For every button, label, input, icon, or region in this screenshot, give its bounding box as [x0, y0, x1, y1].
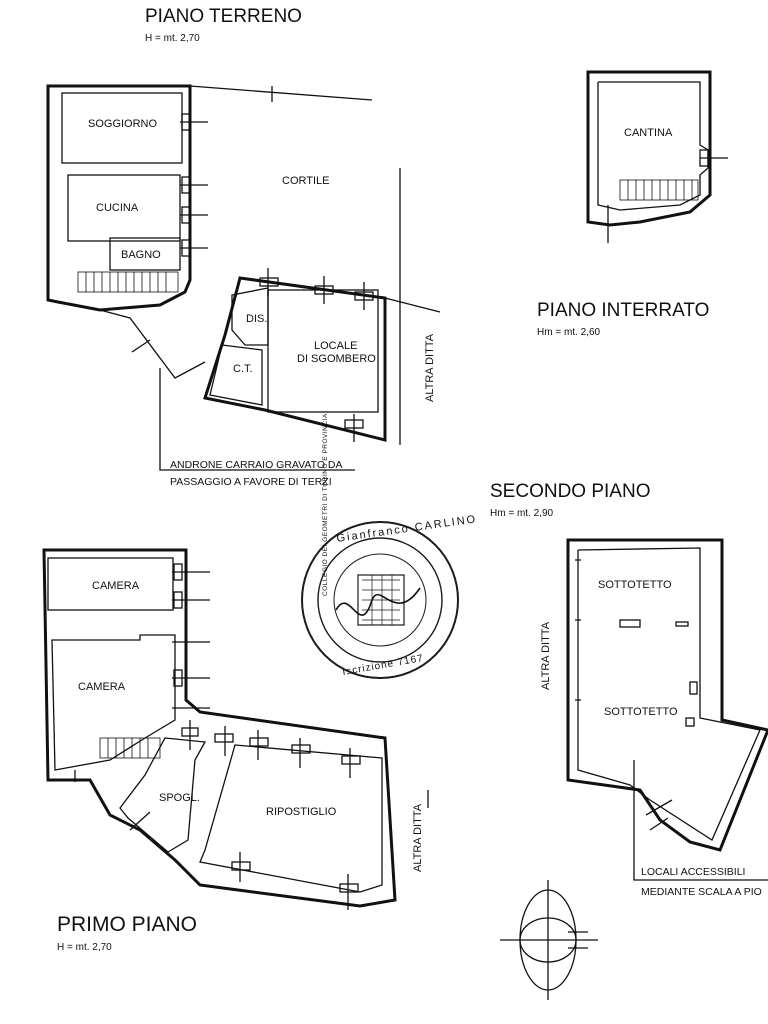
- locale-sgombero-room: [267, 289, 379, 413]
- stamp-college: COLLEGIO DEI GEOMETRI DI TORINO E PROVIN…: [322, 413, 329, 596]
- stairs-ground: [77, 271, 179, 293]
- dis-label: DIS.: [246, 313, 268, 325]
- cucina-label: CUCINA: [96, 202, 139, 214]
- cantina-outline: [586, 70, 712, 227]
- cucina-room: [67, 174, 181, 242]
- sottotetto-label-1: SOTTOTETTO: [598, 579, 672, 591]
- surveyor-stamp: [301, 521, 459, 679]
- secondo-piano-height: Hm = mt. 2,90: [490, 508, 554, 519]
- piano-interrato-plan: [586, 70, 728, 243]
- androne-line: [159, 368, 355, 471]
- angled-wall: [99, 309, 206, 379]
- camera-label-2: CAMERA: [78, 681, 126, 693]
- primo-piano-height: H = mt. 2,70: [57, 942, 112, 953]
- secondo-piano-title: SECONDO PIANO: [490, 481, 651, 502]
- piano-terreno-title: PIANO TERRENO: [145, 6, 302, 27]
- secondo-outline: [566, 538, 768, 852]
- altra-ditta-first: ALTRA DITTA: [412, 803, 424, 872]
- ripostiglio-label: RIPOSTIGLIO: [266, 806, 337, 818]
- cantina-room: [597, 81, 709, 211]
- androne-note-line2: PASSAGGIO A FAVORE DI TERZI: [170, 476, 332, 488]
- piano-terreno-height: H = mt. 2,70: [145, 33, 200, 44]
- secondo-piano-plan: [566, 538, 768, 881]
- dis-room: [231, 287, 269, 346]
- piano-interrato-title: PIANO INTERRATO: [537, 300, 710, 321]
- ct-room: [209, 344, 263, 406]
- altra-ditta-ground: ALTRA DITTA: [424, 333, 436, 402]
- north-arrow-icon: [500, 880, 598, 1000]
- piano-terreno-plan: [46, 84, 441, 471]
- house-outline: [46, 84, 192, 312]
- camera-label-1: CAMERA: [92, 580, 140, 592]
- locale-label-line2: DI SGOMBERO: [297, 353, 376, 365]
- camera-2-room: [51, 634, 176, 771]
- primo-piano-title: PRIMO PIANO: [57, 913, 198, 936]
- cortile-label: CORTILE: [282, 175, 330, 187]
- locali-note-line1: LOCALI ACCESSIBILI: [641, 866, 746, 878]
- bagno-room: [109, 237, 181, 271]
- stairs-cantina: [619, 179, 699, 201]
- soggiorno-label: SOGGIORNO: [88, 118, 158, 130]
- cortile-boundary: [189, 85, 373, 101]
- piano-interrato-height: Hm = mt. 2,60: [537, 327, 601, 338]
- locali-line: [633, 760, 768, 881]
- primo-piano-plan: [42, 548, 429, 910]
- ripostiglio-room: [199, 744, 383, 893]
- sottotetto-label-2: SOTTOTETTO: [604, 706, 678, 718]
- altra-ditta-second: ALTRA DITTA: [540, 621, 552, 690]
- cantina-label: CANTINA: [624, 127, 673, 139]
- bagno-label: BAGNO: [121, 249, 161, 261]
- locali-note-line2: MEDIANTE SCALA A PIO: [641, 886, 762, 898]
- spogl-room: [119, 737, 207, 853]
- sottotetto-room: [577, 547, 761, 841]
- window-ticks: [180, 121, 208, 249]
- androne-note-line1: ANDRONE CARRAIO GRAVATO DA: [170, 459, 343, 471]
- stairs-primo: [99, 737, 161, 759]
- camera-1-room: [47, 557, 174, 611]
- primo-outline: [42, 548, 397, 908]
- spogl-label: SPOGL.: [159, 792, 200, 804]
- ct-label: C.T.: [233, 363, 253, 375]
- locale-label-line1: LOCALE: [314, 340, 358, 352]
